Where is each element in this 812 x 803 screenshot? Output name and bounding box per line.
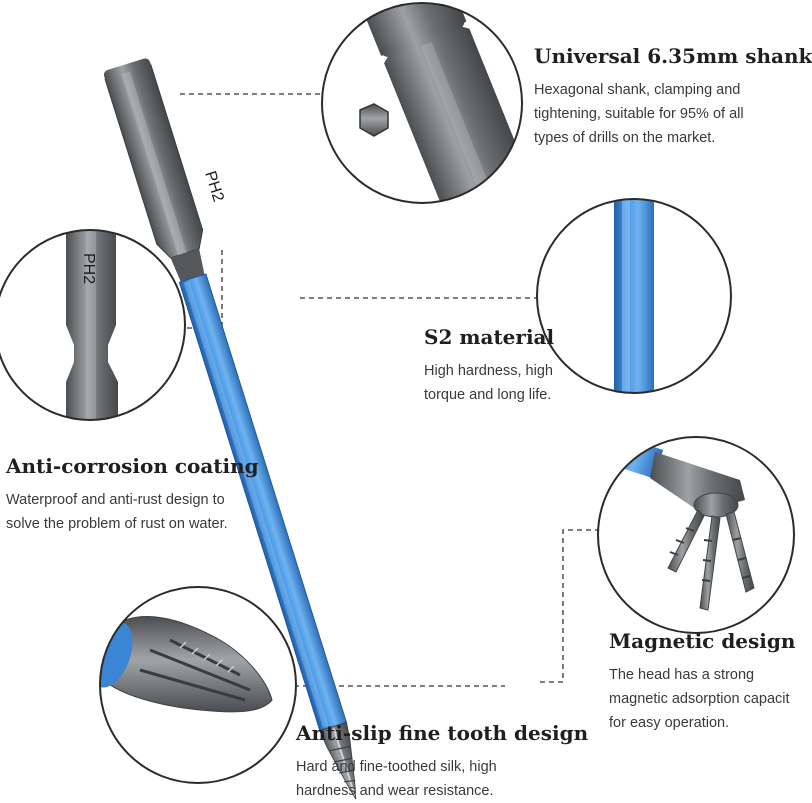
- bit-marking: PH2: [201, 169, 227, 204]
- shank-line: Hexagonal shank, clamping and: [534, 82, 741, 98]
- shank-line: tightening, suitable for 95% of all: [534, 106, 744, 122]
- shank-detail-circle: [321, 2, 523, 204]
- antislip-description: Hard and fine-toothed silk, high hardnes…: [296, 755, 588, 803]
- shank-description: Hexagonal shank, clamping and tightening…: [534, 78, 812, 150]
- material-line: High hardness, high: [424, 363, 553, 379]
- magnetic-line: magnetic adsorption capacit: [609, 691, 790, 707]
- hexagon-icon: [359, 103, 389, 137]
- material-feature: S2 material High hardness, high torque a…: [424, 325, 554, 407]
- coating-description: Waterproof and anti-rust design to solve…: [6, 488, 259, 536]
- coating-line: Waterproof and anti-rust design to: [6, 492, 225, 508]
- leader-magnetic: [540, 529, 602, 683]
- coating-line: solve the problem of rust on water.: [6, 516, 228, 532]
- coating-detail-circle: PH2: [0, 229, 186, 421]
- shank-feature: Universal 6.35mm shank Hexagonal shank, …: [534, 44, 812, 150]
- magnetic-line: for easy operation.: [609, 715, 730, 731]
- coating-feature: Anti-corrosion coating Waterproof and an…: [6, 454, 259, 536]
- antislip-title: Anti-slip fine tooth design: [296, 721, 589, 745]
- antislip-feature: Anti-slip fine tooth design Hard and fin…: [296, 721, 588, 803]
- material-detail-circle: [536, 198, 732, 394]
- shank-line: types of drills on the market.: [534, 130, 716, 146]
- magnetic-description: The head has a strong magnetic adsorptio…: [609, 663, 800, 735]
- magnetic-feature: Magnetic design The head has a strong ma…: [609, 629, 800, 735]
- antislip-line: Hard and fine-toothed silk, high: [296, 759, 497, 775]
- material-line: torque and long life.: [424, 387, 552, 403]
- magnetic-title: Magnetic design: [609, 629, 796, 653]
- screwdriver-bit: [103, 58, 357, 800]
- antislip-line: hardness and wear resistance.: [296, 783, 494, 799]
- magnetic-detail-circle: [597, 436, 795, 634]
- material-title: S2 material: [424, 325, 555, 349]
- tip-detail-circle: [99, 586, 297, 784]
- material-description: High hardness, high torque and long life…: [424, 359, 554, 407]
- shank-title: Universal 6.35mm shank: [534, 44, 812, 68]
- coating-bit-marking: PH2: [80, 253, 97, 284]
- coating-title: Anti-corrosion coating: [6, 454, 259, 478]
- magnetic-line: The head has a strong: [609, 667, 755, 683]
